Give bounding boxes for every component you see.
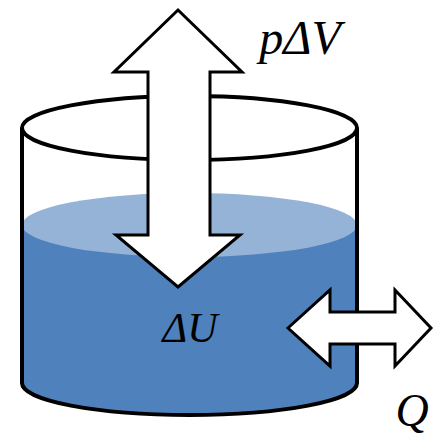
heat-label: Q xyxy=(395,388,428,434)
energy-label: ΔU xyxy=(163,307,218,349)
work-arrow xyxy=(114,10,242,287)
container-node: ΔU xyxy=(22,95,357,415)
work-label: pΔV xyxy=(259,14,341,62)
heat-arrow xyxy=(288,290,431,366)
